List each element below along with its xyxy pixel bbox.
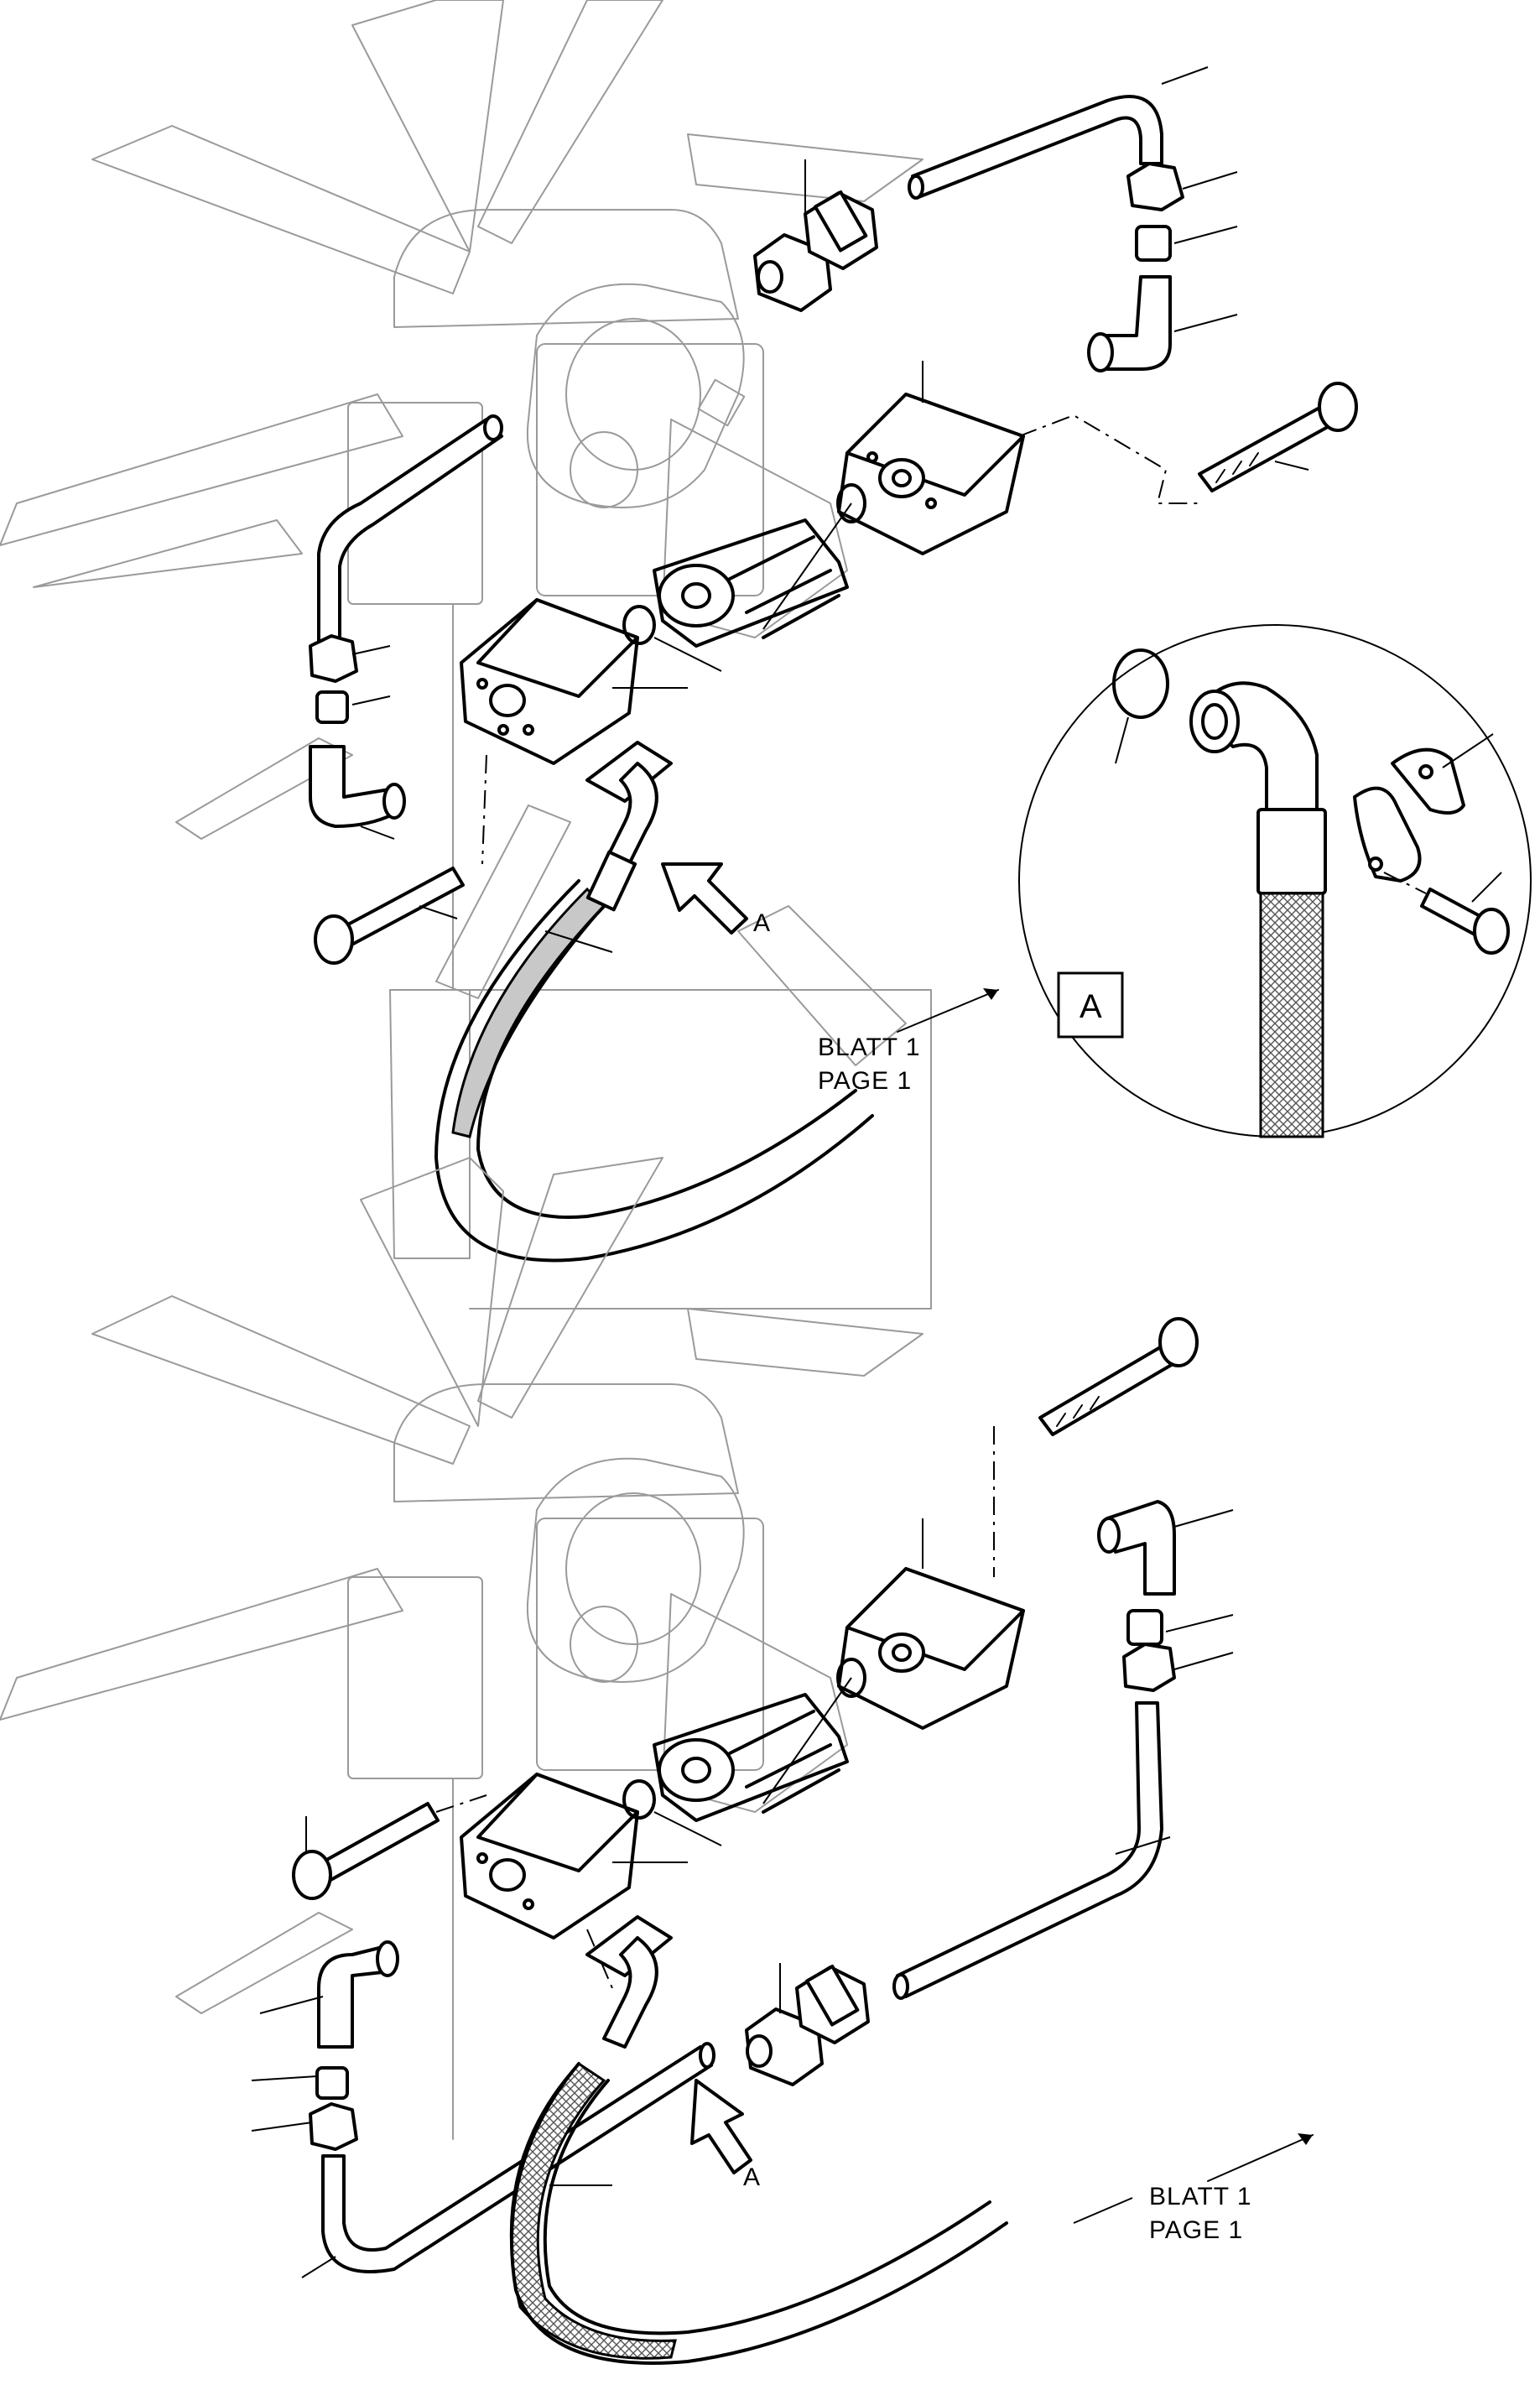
socket-bolt-bottom-right (1038, 1317, 1199, 1436)
ref-top-line2: PAGE 1 (818, 1067, 912, 1095)
continuation-arrowhead-top (983, 988, 998, 1000)
bolt-axis-top-left (481, 754, 487, 865)
straight-union-fitting-bottom (745, 1965, 870, 2086)
ref-bottom-leader (1073, 2197, 1133, 2224)
continuation-arrowhead-bottom (1298, 2133, 1313, 2145)
flange-block-left-bottom (460, 1773, 639, 1940)
fan-blades-bottom (0, 1157, 923, 2014)
detail-box-label: A (1080, 988, 1102, 1025)
o-ring-right-bottom (836, 1658, 866, 1698)
leader-lines-top (351, 66, 1309, 953)
bolt-axis-bottom-left (435, 1794, 613, 1989)
fan-blades-top (0, 0, 923, 1066)
fan-hub-housing-top (347, 209, 932, 1310)
flange-block-left-top (460, 598, 639, 765)
bolt-axis-top-right (1018, 414, 1199, 504)
hydraulic-motor-top (526, 283, 849, 648)
detail-leader-lines (1115, 716, 1502, 903)
rigid-pipe-top-right (908, 95, 1163, 200)
detail-box (1057, 971, 1124, 1039)
detail-marker-bottom: A (743, 2163, 761, 2191)
detail-a-callout: A (1018, 624, 1532, 1138)
o-ring-left-bottom (622, 1779, 656, 1820)
hydraulic-hose-top (434, 741, 874, 1263)
ref-top-line1: BLATT 1 (818, 1034, 921, 1061)
flange-block-right-bottom (837, 1567, 1025, 1730)
ref-bottom-line1: BLATT 1 (1149, 2183, 1252, 2210)
detail-hose-elbow (1189, 681, 1327, 1138)
socket-bolt-bottom-left (292, 1802, 440, 1900)
continuation-line-bottom (1207, 2134, 1314, 2182)
o-ring-right-top (836, 483, 866, 523)
socket-bolt-top-right (1198, 382, 1358, 492)
detail-arrow-top (661, 862, 748, 935)
fan-assembly-bottom: A BLATT 1 PAGE 1 (0, 1157, 1314, 2365)
detail-o-ring (1112, 648, 1169, 719)
fitting-stack-bottom-left (309, 1940, 399, 2151)
straight-union-fitting-top (753, 190, 878, 312)
rigid-pipe-bottom-left (321, 2042, 715, 2273)
leader-lines-bottom (251, 1509, 1234, 2278)
detail-bolt-axis (1383, 872, 1427, 894)
fan-assembly-top: A BLATT 1 PAGE 1 (0, 0, 1358, 1310)
rigid-pipe-bottom-right (892, 1701, 1163, 2000)
socket-bolt-top-left (314, 867, 465, 965)
ref-bottom-line2: PAGE 1 (1149, 2216, 1243, 2244)
detail-socket-bolt (1420, 888, 1510, 955)
detail-arrow-bottom (690, 2079, 752, 2174)
flange-block-right-top (837, 393, 1025, 555)
hydraulic-hose-bottom (509, 1915, 1008, 2365)
fitting-stack-top-right (1087, 162, 1184, 372)
o-ring-left-top (622, 605, 656, 645)
fitting-stack-bottom-right (1097, 1500, 1176, 1692)
fitting-stack-top-left (309, 634, 406, 828)
hydraulic-motor-bottom (526, 1457, 849, 1822)
continuation-line-top (897, 989, 999, 1033)
rigid-pipe-top-left (317, 414, 503, 648)
detail-marker-top: A (753, 909, 771, 937)
